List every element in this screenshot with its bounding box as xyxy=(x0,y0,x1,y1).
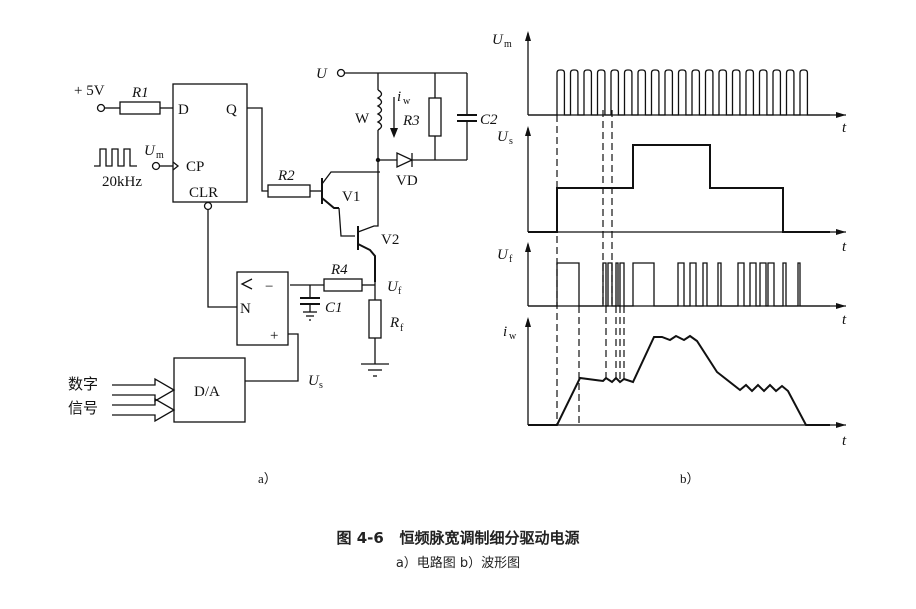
time-label-um: t xyxy=(842,120,847,136)
rf-label: R xyxy=(389,315,399,331)
wire xyxy=(207,209,237,308)
us-trace xyxy=(528,144,830,233)
panel-b-label: b） xyxy=(680,471,700,486)
uf-axis-label-sub: f xyxy=(509,254,513,265)
um-trace xyxy=(528,69,830,116)
current-label: i xyxy=(397,89,401,105)
us-axis-label: U xyxy=(497,129,509,145)
clock-label: U xyxy=(144,143,156,159)
current-label-sub: w xyxy=(403,96,411,107)
current-arrowhead-icon xyxy=(390,128,398,138)
bus-arrow-icon xyxy=(112,397,176,423)
iw-axis-label-sub: w xyxy=(509,331,517,342)
r4-label: R4 xyxy=(330,262,348,278)
resistor-r3 xyxy=(428,97,442,137)
waveform-diagram: U m U s U f i w t t t t xyxy=(492,31,847,449)
comparator-triangle-icon xyxy=(240,278,253,290)
figure-caption: 图 4-6 恒频脉宽调制细分驱动电源 xyxy=(0,527,916,548)
v2-label: V2 xyxy=(381,232,399,248)
digital-signal-label-1: 数字 xyxy=(68,375,98,393)
wire xyxy=(245,333,299,382)
panel-a-label: a） xyxy=(258,471,277,486)
iw-trace xyxy=(528,334,830,426)
uf-trace xyxy=(528,262,830,307)
resistor-r4 xyxy=(323,278,363,292)
axis-arrow-icon xyxy=(525,126,531,136)
axis-arrow-icon xyxy=(525,317,531,327)
figure-number: 图 4-6 xyxy=(336,529,384,547)
v2-emitter xyxy=(357,243,376,282)
circuit-diagram: + 5V R1 D Q CP CLR U m 20kHz R2 V1 xyxy=(68,66,498,423)
v1-collector xyxy=(321,171,380,185)
us-label: U xyxy=(308,373,320,389)
clock-edge-icon xyxy=(172,161,180,171)
time-label-iw: t xyxy=(842,433,847,449)
wire xyxy=(338,207,355,237)
iw-axis-label: i xyxy=(503,324,507,340)
v2-collector xyxy=(357,172,379,233)
figure-subcaption: a）电路图 b）波形图 xyxy=(395,556,521,571)
resistor-r1 xyxy=(119,101,161,115)
flipflop-clr-label: CLR xyxy=(189,185,218,201)
bus-arrow-icon xyxy=(112,377,176,403)
flipflop-cp-label: CP xyxy=(186,159,204,175)
supply-u-terminal xyxy=(336,68,346,78)
uf-label: U xyxy=(387,279,399,295)
v1-emitter xyxy=(321,197,339,209)
clock-frequency: 20kHz xyxy=(102,174,142,190)
flipflop-d-label: D xyxy=(178,102,189,118)
figure-title: 恒频脉宽调制细分驱动电源 xyxy=(399,529,580,547)
clr-bubble xyxy=(203,201,213,211)
axis-arrow-icon xyxy=(525,31,531,41)
wire xyxy=(247,107,268,192)
flipflop-q-label: Q xyxy=(226,102,237,118)
resistor-r2 xyxy=(267,184,311,198)
time-label-us: t xyxy=(842,239,847,255)
diode-label: VD xyxy=(396,173,418,189)
r2-label: R2 xyxy=(277,168,295,184)
supply-5v-terminal xyxy=(96,103,106,113)
clock-waveform-icon xyxy=(94,148,137,167)
d-flipflop xyxy=(172,83,248,203)
axis-arrow-icon xyxy=(836,303,846,309)
axis-arrow-icon xyxy=(836,229,846,235)
r1-label: R1 xyxy=(131,85,149,101)
winding-w xyxy=(376,89,383,131)
supply-u-label: U xyxy=(316,66,328,82)
c1-label: C1 xyxy=(325,300,343,316)
v1-label: V1 xyxy=(342,189,360,205)
c2-label: C2 xyxy=(480,112,498,128)
digital-signal-label-2: 信号 xyxy=(68,399,98,417)
diode-vd xyxy=(396,151,414,169)
uf-label-sub: f xyxy=(398,286,402,297)
resistor-rf xyxy=(368,299,382,339)
uf-axis-label: U xyxy=(497,247,509,263)
rf-label-sub: f xyxy=(400,323,404,334)
dac-label: D/A xyxy=(194,384,220,400)
us-axis-label-sub: s xyxy=(509,136,513,147)
supply-5v-label: + 5V xyxy=(74,83,105,99)
time-label-uf: t xyxy=(842,312,847,328)
comparator-n xyxy=(236,271,289,346)
axis-arrow-icon xyxy=(525,242,531,252)
clock-label-sub: m xyxy=(156,150,164,161)
um-axis-label-sub: m xyxy=(504,39,512,50)
winding-label: W xyxy=(355,111,370,127)
comparator-plus-label: + xyxy=(270,328,278,344)
r3-label: R3 xyxy=(402,113,420,129)
comparator-minus-label: − xyxy=(265,279,273,295)
clock-terminal xyxy=(151,161,161,171)
um-axis-label: U xyxy=(492,32,504,48)
axis-arrow-icon xyxy=(836,112,846,118)
comparator-n-label: N xyxy=(240,301,251,317)
us-label-sub: s xyxy=(319,380,323,391)
axis-arrow-icon xyxy=(836,422,846,428)
